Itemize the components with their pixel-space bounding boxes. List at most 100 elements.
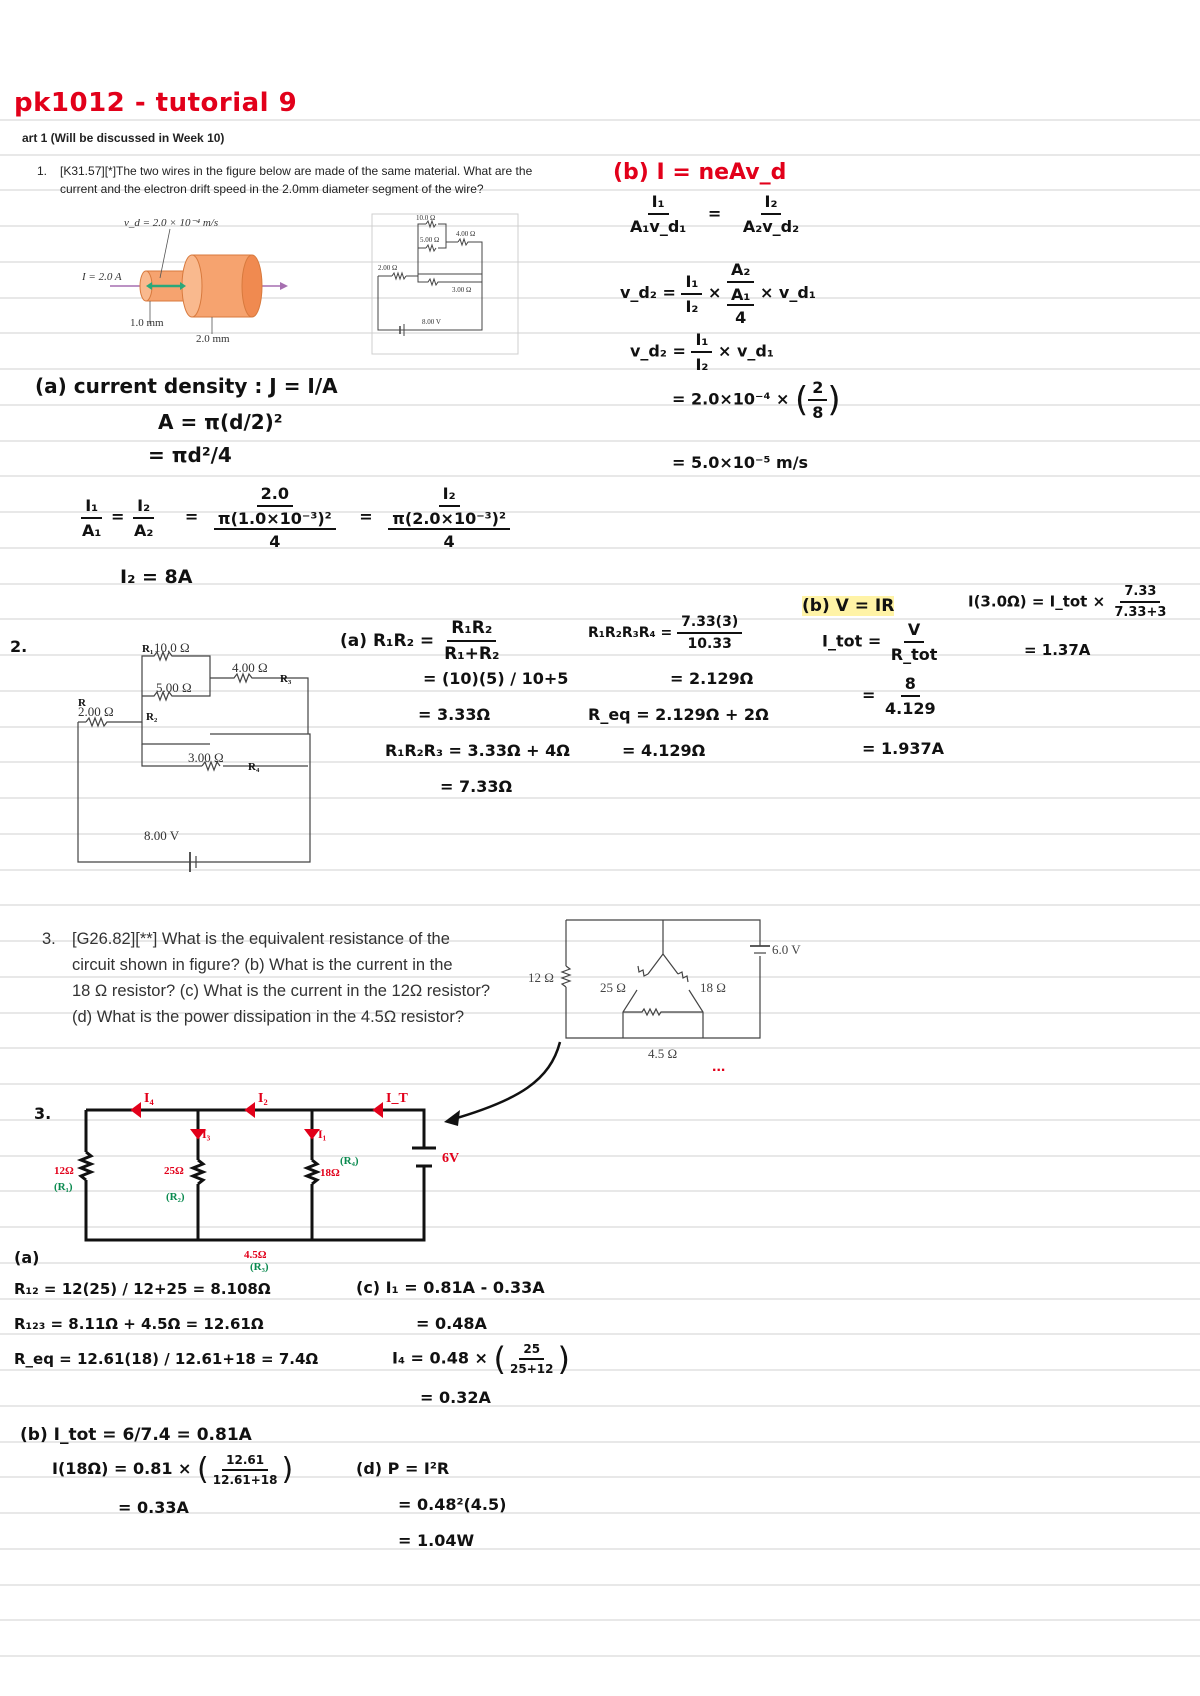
q2b-l2-lhs: I_tot = [822, 631, 882, 651]
q1b-f2-den: A₂v_d₂ [742, 217, 800, 236]
q2b-l3-lhs: = [862, 685, 876, 705]
q3-hw-i3: I₃ [202, 1127, 211, 1141]
q3d-line3: = 1.04W [398, 1531, 475, 1550]
q3b-l2-den: 12.61+18 [212, 1472, 278, 1487]
q2-R4: R₄ [248, 761, 260, 773]
q1b-calc: = 2.0×10⁻⁴ × [672, 389, 790, 409]
q2a-l1-num: R₁R₂ [447, 618, 497, 642]
q1-fig-d1: 1.0 mm [130, 317, 164, 329]
q2-number: 2. [10, 637, 28, 656]
q3-fig-r25: 25 Ω [600, 980, 626, 995]
q3c-line2: = 0.48A [416, 1314, 487, 1333]
q3-hw-r12: 12Ω [54, 1165, 74, 1177]
q3-hw-r25-tag: (R₂) [166, 1191, 185, 1203]
q2m-line2: = 2.129Ω [670, 669, 754, 688]
q3-hw-v: 6V [442, 1151, 459, 1166]
q1b-h2: × v_d₁ [718, 341, 774, 361]
q1a-a1: A₁ [82, 520, 102, 540]
q1-fig-d2: 2.0 mm [196, 333, 230, 345]
q2-r4-label: 4.00 Ω [232, 660, 268, 675]
q1b-vd2: v_d₂ = [620, 283, 676, 302]
q1-text-line1: [K31.57][*]The two wires in the figure b… [60, 164, 533, 178]
q2b-line2: I_tot = V R_tot [822, 620, 941, 664]
q1b-result: = 5.0×10⁻⁵ m/s [672, 453, 809, 472]
q3b-line1: (b) I_tot = 6/7.4 = 0.81A [20, 1425, 252, 1445]
q2-v-label: 8.00 V [144, 828, 180, 843]
q2-r2-label: 2.00 Ω [78, 704, 114, 719]
q3-hw-r18-tag: (R₄) [340, 1155, 359, 1167]
q2m-line3: R_eq = 2.129Ω + 2Ω [588, 705, 769, 724]
q3-number: 3. [42, 930, 56, 948]
q1-wire-figure: v_d = 2.0 × 10⁻⁴ m/s I = 2.0 A 1.0 mm 2.… [81, 217, 288, 345]
q1b-h1-den: I₂ [695, 355, 709, 374]
q3-curved-arrow [444, 1041, 562, 1126]
q1-sc-v: 8.00 V [422, 318, 441, 326]
q2b-line1: (b) V = IR [802, 596, 895, 616]
q3-ellipsis: ... [712, 1058, 726, 1075]
q1a-right-den2: 4 [443, 532, 455, 551]
q2b-l3-den: 4.129 [884, 699, 936, 718]
q2m-line1: R₁R₂R₃R₄ = 7.33(3)10.33 [588, 614, 743, 652]
q3c-line1: (c) I₁ = 0.81A - 0.33A [356, 1278, 545, 1297]
q3a-line2: R₁₂₃ = 8.11Ω + 4.5Ω = 12.61Ω [14, 1315, 264, 1333]
q1b-f2-num: I₂ [760, 192, 782, 215]
q2b-l2-num: V [903, 620, 925, 643]
q1a-mid-den2: 4 [269, 532, 281, 551]
q2-R2: R₂ [146, 711, 158, 723]
q2-r5-label: 5.00 Ω [156, 680, 192, 695]
q3d-line1: (d) P = I²R [356, 1459, 450, 1478]
q1-sc-r2: 2.00 Ω [378, 264, 397, 272]
part-label: art 1 (Will be discussed in Week 10) [22, 131, 225, 145]
q3-hw-it: I_T [386, 1091, 408, 1106]
q2a-line3: = 3.33Ω [418, 705, 491, 724]
q1b-g1-den: I₂ [685, 296, 699, 316]
q1b-h1-num: I₁ [691, 330, 713, 353]
q3-fig-r12: 12 Ω [528, 970, 554, 985]
q3-hw-r12-tag: (R₁) [54, 1181, 73, 1193]
q2c-num: 7.33 [1120, 584, 1161, 603]
q3-text-line2: circuit shown in figure? (b) What is the… [72, 956, 453, 974]
q3-text-line4: (d) What is the power dissipation in the… [72, 1008, 465, 1026]
q3-work-number: 3. [34, 1104, 52, 1123]
q3a-line3: R_eq = 12.61(18) / 12.61+18 = 7.4Ω [14, 1350, 319, 1368]
q2m-l1-lhs: R₁R₂R₃R₄ = [588, 625, 673, 641]
q1b-x2: × v_d₁ [759, 283, 816, 302]
q2-r3-label: 3.00 Ω [188, 750, 224, 765]
q1b-f1-num: I₁ [647, 192, 669, 215]
q1a-right-num: I₂ [438, 484, 460, 507]
q2a-line2: = (10)(5) / 10+5 [423, 669, 569, 688]
q2-R: R [78, 697, 87, 709]
q1b-line1: (b) I = neAv_d [613, 160, 787, 185]
q2a-line5: = 7.33Ω [440, 777, 513, 796]
q1-text-line2: current and the electron drift speed in … [60, 182, 484, 196]
q3-text-line3: 18 Ω resistor? (c) What is the current i… [72, 982, 491, 1000]
q1a-mid-num: 2.0 [256, 484, 293, 507]
q1b-g2-den: A₁ [726, 283, 755, 306]
q1-small-circuit: 10.0 Ω 5.00 Ω 4.00 Ω 2.00 Ω 3.00 Ω 8.00 … [371, 213, 519, 355]
q3-hw-r25: 25Ω [164, 1165, 184, 1177]
q1b-four: 4 [735, 308, 747, 327]
q1a-result: I₂ = 8A [120, 566, 193, 588]
q3-hw-i1: I₁ [318, 1127, 327, 1141]
q3a-line1: R₁₂ = 12(25) / 12+25 = 8.108Ω [14, 1280, 271, 1298]
q2c-den: 7.33+3 [1114, 605, 1167, 620]
q3-hw-i2: I₂ [258, 1091, 268, 1106]
q3-hw-r45-tag: (R₃) [250, 1261, 269, 1273]
q2-r10-label: 10.0 Ω [154, 640, 190, 655]
q3-figure: 12 Ω 25 Ω 18 Ω 4.5 Ω 6.0 V [528, 919, 801, 1061]
q3-hw-i4: I₄ [144, 1091, 154, 1106]
q1-sc-r4: 4.00 Ω [456, 230, 475, 238]
q2m-l1-num: 7.33(3) [677, 614, 743, 634]
q2b-l2-den: R_tot [890, 645, 938, 664]
q1a-line2: A = π(d/2)² [158, 410, 283, 434]
q3c-l3-den: 25+12 [510, 1362, 554, 1376]
q1a-right-den: π(2.0×10⁻³)² [388, 507, 510, 530]
